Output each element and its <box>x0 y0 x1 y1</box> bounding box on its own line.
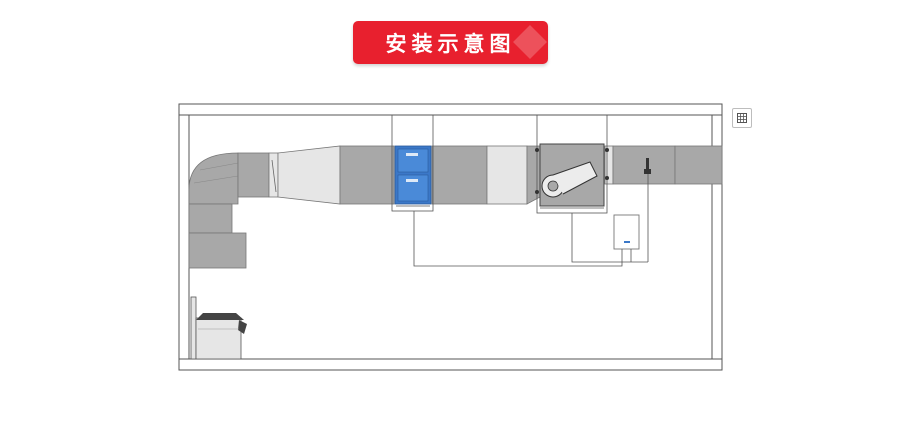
page-title: 安装示意图 <box>385 31 516 56</box>
fan-cabinet <box>535 114 609 214</box>
expand-icon <box>737 113 747 123</box>
duct-elbow <box>188 152 239 234</box>
title-badge: 安装示意图 <box>353 21 548 64</box>
cooking-stove <box>190 296 247 360</box>
control-wiring <box>413 211 648 267</box>
horizontal-duct <box>237 145 723 205</box>
exhaust-hood <box>188 232 247 269</box>
control-box <box>613 214 640 262</box>
room-outline <box>178 103 723 371</box>
expand-button[interactable] <box>732 108 752 128</box>
duct-sensor <box>644 158 651 262</box>
purifier-unit <box>391 114 434 212</box>
